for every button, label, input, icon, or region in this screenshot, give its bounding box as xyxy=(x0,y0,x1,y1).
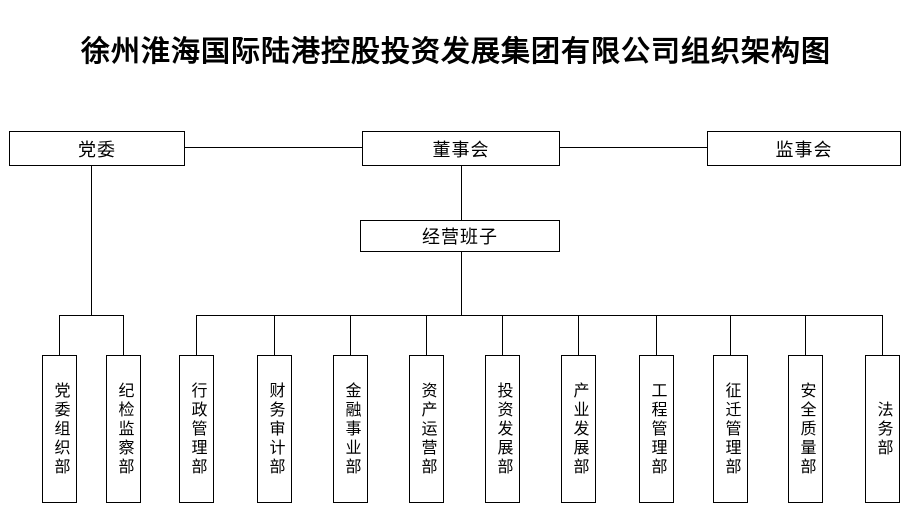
chart-title: 徐州淮海国际陆港控股投资发展集团有限公司组织架构图 xyxy=(80,36,831,68)
dept-legal-affairs: 法务部 xyxy=(865,355,900,503)
node-supervisory-board: 监事会 xyxy=(707,131,901,166)
connector-drop-dept-8 xyxy=(578,315,579,355)
connector-rail-party-departments xyxy=(59,315,124,316)
node-management-team: 经营班子 xyxy=(360,220,560,252)
dept-financial-business: 金融事业部 xyxy=(333,355,368,503)
dept-relocation-management: 征迁管理部 xyxy=(713,355,748,503)
connector-management-branch-feed xyxy=(461,252,462,316)
node-board-of-directors: 董事会 xyxy=(362,131,560,166)
connector-rail-management-departments xyxy=(196,315,883,316)
connector-drop-dept-1 xyxy=(59,315,60,355)
dept-safety-quality: 安全质量部 xyxy=(788,355,823,503)
connector-board-management xyxy=(461,166,462,220)
connector-party-branch-feed xyxy=(91,166,92,316)
connector-board-supervisory xyxy=(560,147,707,148)
connector-drop-dept-2 xyxy=(123,315,124,355)
dept-investment-development: 投资发展部 xyxy=(485,355,520,503)
connector-drop-dept-4 xyxy=(274,315,275,355)
dept-asset-operations: 资产运营部 xyxy=(409,355,444,503)
connector-drop-dept-3 xyxy=(196,315,197,355)
connector-drop-dept-11 xyxy=(805,315,806,355)
connector-drop-dept-7 xyxy=(502,315,503,355)
connector-drop-dept-6 xyxy=(426,315,427,355)
connector-drop-dept-10 xyxy=(730,315,731,355)
dept-administration: 行政管理部 xyxy=(179,355,214,503)
node-party-committee: 党委 xyxy=(9,131,185,166)
dept-engineering-management: 工程管理部 xyxy=(639,355,674,503)
connector-drop-dept-9 xyxy=(656,315,657,355)
dept-finance-audit: 财务审计部 xyxy=(257,355,292,503)
connector-drop-dept-12 xyxy=(882,315,883,355)
dept-discipline-inspection: 纪检监察部 xyxy=(106,355,141,503)
dept-party-organization: 党委组织部 xyxy=(42,355,77,503)
dept-industry-development: 产业发展部 xyxy=(561,355,596,503)
connector-party-board xyxy=(185,147,362,148)
connector-drop-dept-5 xyxy=(350,315,351,355)
